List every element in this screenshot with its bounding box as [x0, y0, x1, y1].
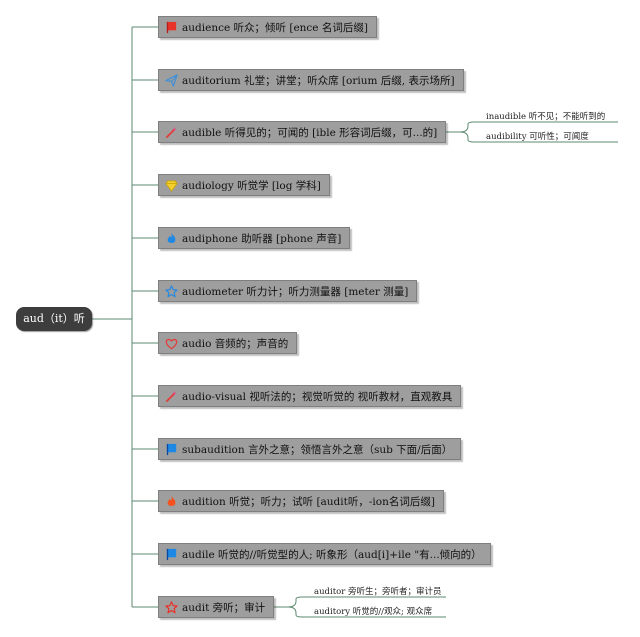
branch-node[interactable]: audit 旁听；审计 [158, 596, 275, 618]
branch-label: audio 音频的；声音的 [182, 337, 289, 350]
blue-flag-icon [166, 443, 177, 455]
branch-label: subaudition 言外之意；领悟言外之意（sub 下面/后面） [182, 443, 453, 456]
branch-label: audiphone 助听器 [phone 声音] [182, 232, 342, 245]
branch-label: audience 听众；倾听 [ence 名词后缀] [182, 21, 368, 34]
branch-node[interactable]: subaudition 言外之意；领悟言外之意（sub 下面/后面） [158, 438, 462, 460]
branch-label: auditorium 礼堂；讲堂；听众席 [orium 后缀, 表示场所] [182, 74, 455, 87]
branch-label: audit 旁听；审计 [182, 601, 266, 614]
root-node[interactable]: aud（it）听 [16, 307, 92, 331]
magic-wand-icon [166, 390, 177, 402]
branch-node[interactable]: audition 听觉；听力；试听 [audit听，-ion名词后缀] [158, 490, 444, 512]
branch-node[interactable]: audiphone 助听器 [phone 声音] [158, 227, 351, 249]
child-node[interactable]: auditor 旁听生；旁听者；审计员 [314, 587, 442, 597]
branch-label: audiometer 听力计；听力测量器 [meter 测量] [182, 285, 409, 298]
branch-node[interactable]: audiology 听觉学 [log 学科] [158, 174, 330, 196]
branch-label: audition 听觉；听力；试听 [audit听，-ion名词后缀] [182, 495, 435, 508]
diamond-icon [165, 179, 178, 192]
branch-label: audio-visual 视听法的；视觉听觉的 视听教材，直观教具 [182, 390, 453, 403]
blue-flag-icon [166, 548, 177, 560]
branch-node[interactable]: audience 听众；倾听 [ence 名词后缀] [158, 16, 377, 38]
child-node[interactable]: audibility 可听性；可闻度 [486, 132, 589, 142]
child-node[interactable]: auditory 听觉的//观众; 观众席 [314, 607, 433, 617]
branch-node[interactable]: audiometer 听力计；听力测量器 [meter 测量] [158, 280, 418, 302]
child-connector [459, 121, 618, 133]
branch-node[interactable]: audio 音频的；声音的 [158, 332, 298, 354]
heart-icon [165, 338, 178, 349]
branch-label: audile 听觉的//听觉型的人; 听象形（aud[i]+ile "有...倾… [182, 548, 482, 561]
branch-label: audiology 听觉学 [log 学科] [182, 179, 321, 192]
branch-node[interactable]: auditorium 礼堂；讲堂；听众席 [orium 后缀, 表示场所] [158, 69, 464, 91]
branch-node[interactable]: audile 听觉的//听觉型的人; 听象形（aud[i]+ile "有...倾… [158, 543, 491, 565]
blue-star-icon [165, 284, 178, 297]
red-flame-icon [167, 495, 176, 506]
branch-label: audible 听得见的；可闻的 [ible 形容词后缀，可...的] [182, 126, 438, 139]
child-connector [287, 606, 446, 618]
magic-wand-icon [166, 126, 177, 138]
child-connector [459, 131, 618, 143]
red-star-icon [165, 600, 178, 613]
child-connector [287, 596, 446, 608]
paper-plane-icon [165, 73, 178, 87]
red-flag-icon [166, 21, 177, 33]
blue-flame-icon [167, 232, 176, 243]
branch-node[interactable]: audio-visual 视听法的；视觉听觉的 视听教材，直观教具 [158, 385, 462, 407]
branch-node[interactable]: audible 听得见的；可闻的 [ible 形容词后缀，可...的] [158, 121, 447, 143]
child-node[interactable]: inaudible 听不见；不能听到的 [486, 112, 606, 122]
